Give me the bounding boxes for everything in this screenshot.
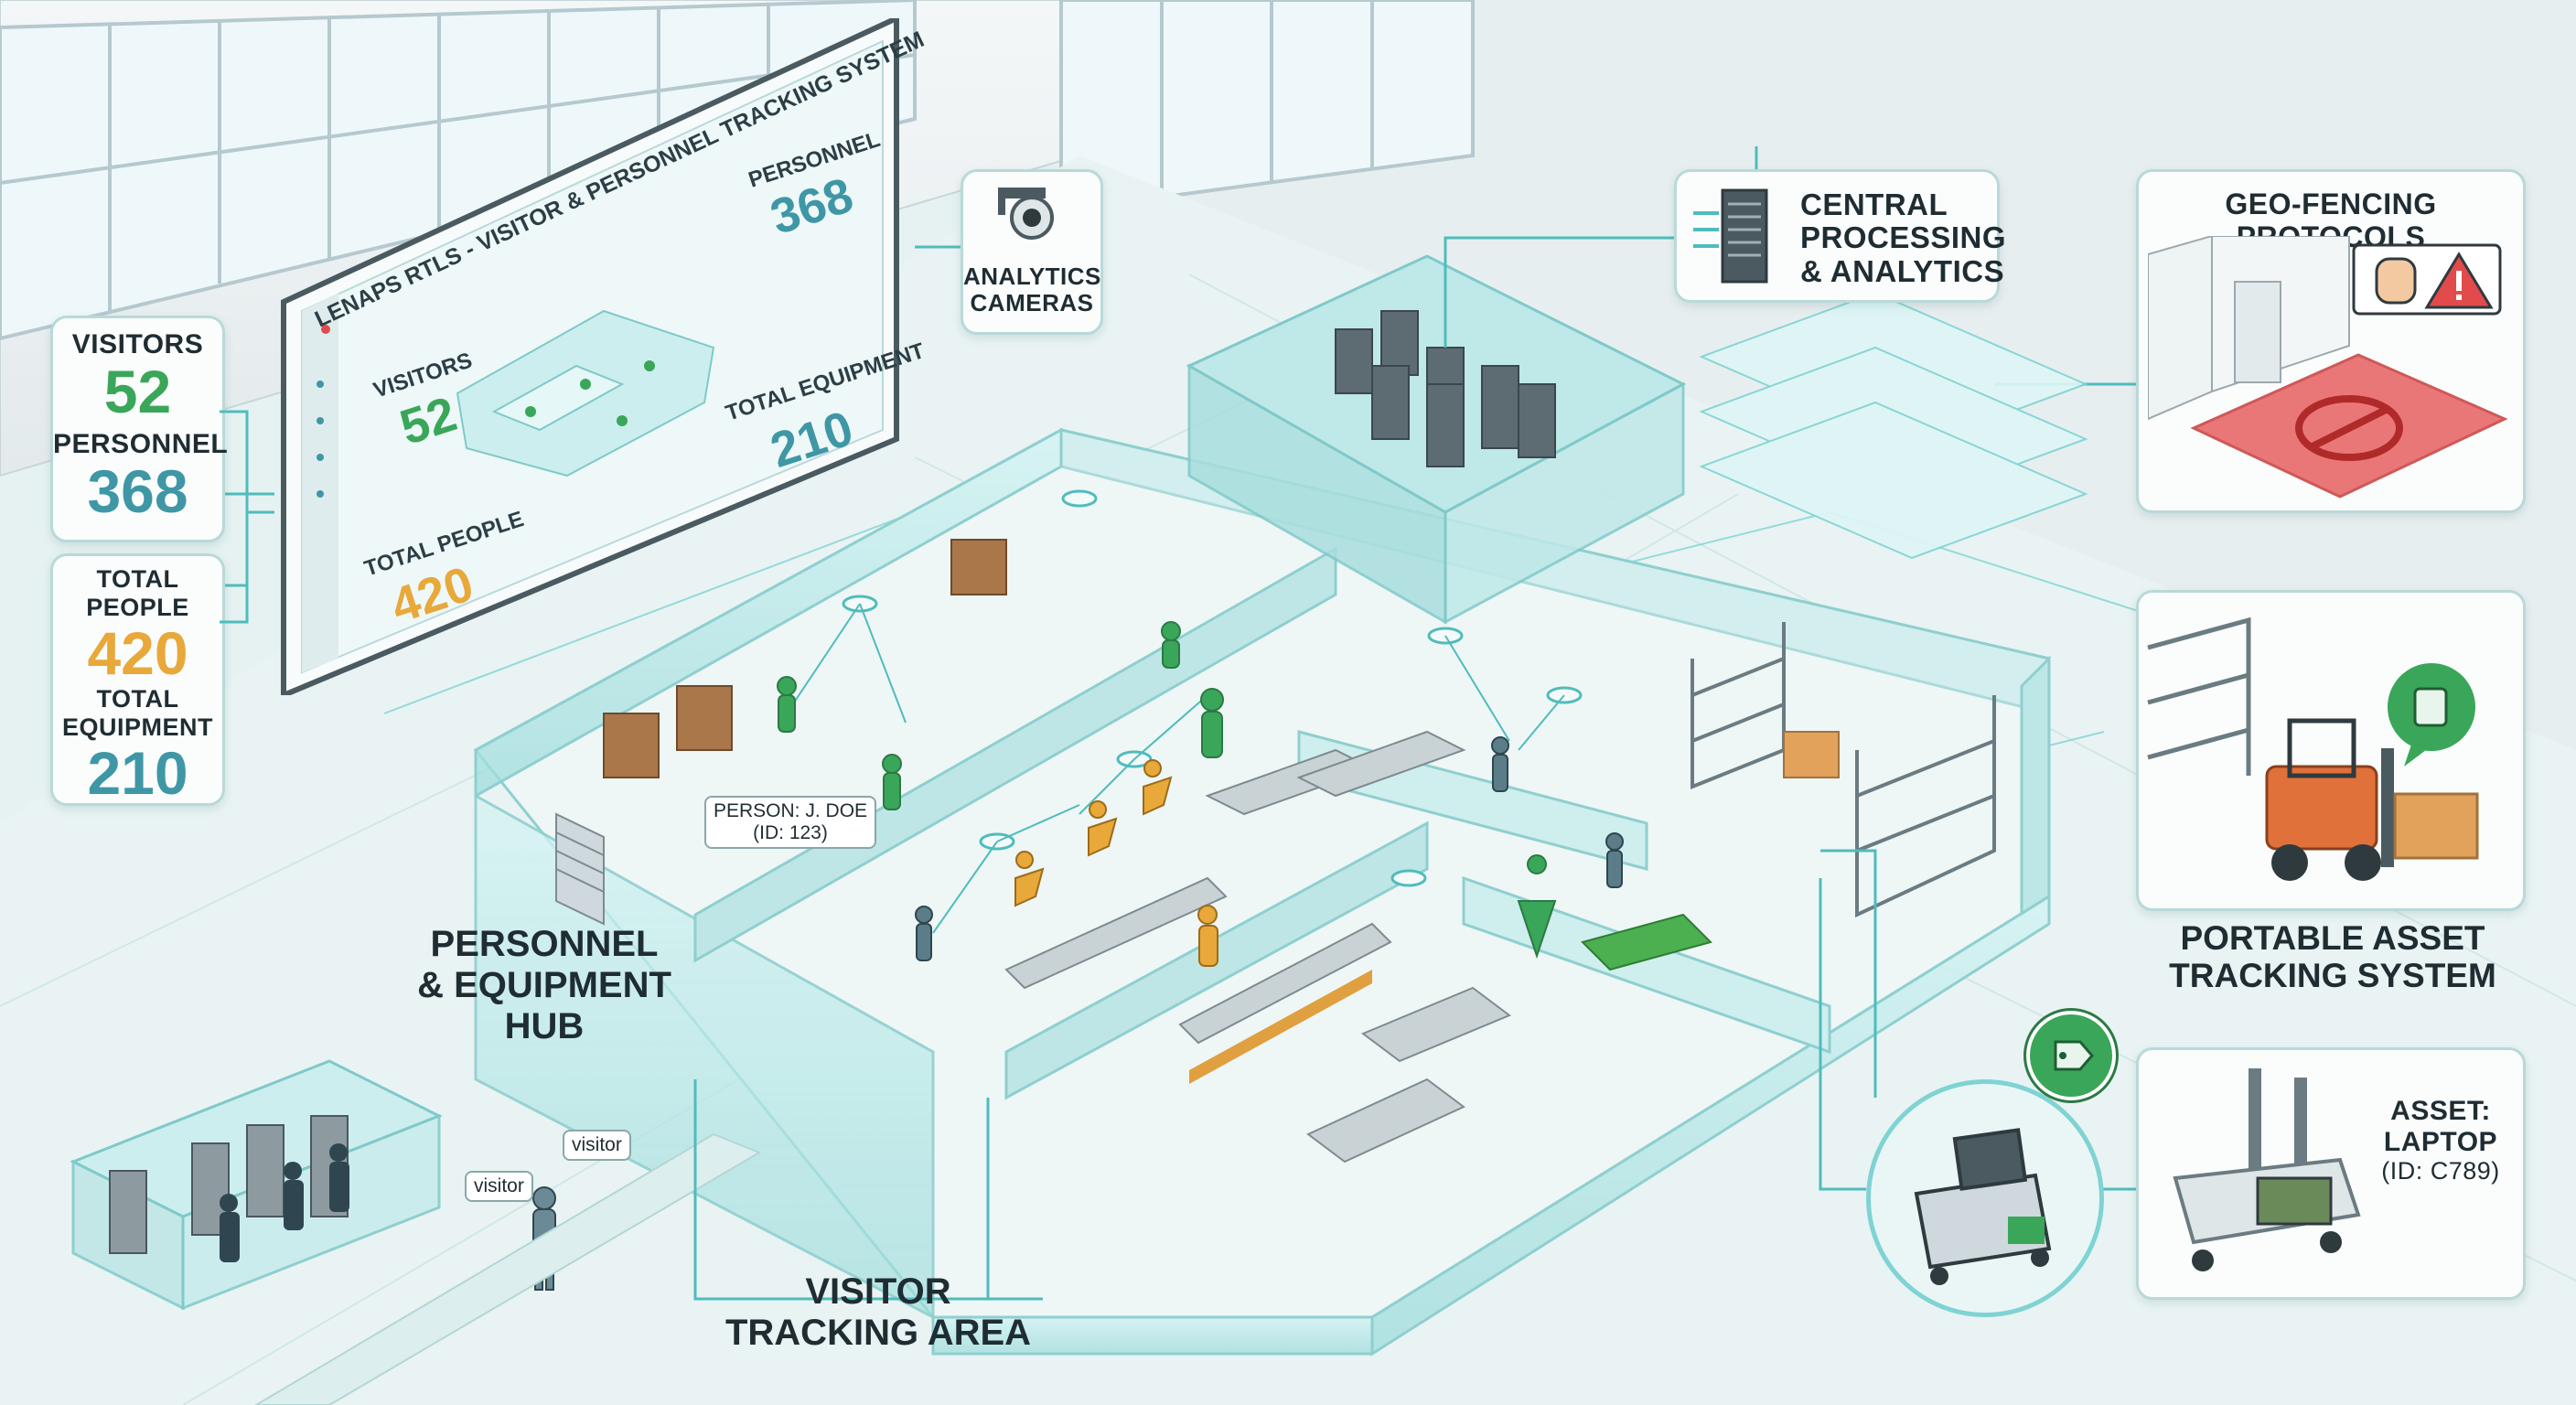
stop-hand-icon — [2375, 257, 2417, 305]
callout-analytics-cameras: ANALYTICS CAMERAS — [961, 169, 1103, 335]
stats-total-equipment-value: 210 — [87, 739, 188, 808]
visitor-tag-1: visitor — [465, 1171, 533, 1202]
stats-personnel-label: PERSONNEL — [53, 429, 229, 460]
hub-label: PERSONNEL & EQUIPMENT HUB — [393, 924, 695, 1046]
server-room — [1186, 254, 1687, 625]
portable-asset-label: PORTABLE ASSET TRACKING SYSTEM — [2131, 919, 2534, 995]
visitor-area-label-2: TRACKING AREA — [724, 1312, 1032, 1353]
hub-label-2: & EQUIPMENT — [417, 964, 671, 1005]
visitor-kiosk-room — [70, 1059, 443, 1311]
visitor-area-label-1: VISITOR — [805, 1271, 951, 1312]
person-tag: PERSON: J. DOE (ID: 123) — [704, 796, 877, 849]
callout-central-processing: CENTRAL PROCESSING & ANALYTICS — [1674, 169, 2006, 303]
camera-icon — [998, 188, 1054, 240]
portable-label-2: TRACKING SYSTEM — [2169, 957, 2496, 995]
person-tag-id: (ID: 123) — [753, 822, 828, 843]
stats-connector — [220, 410, 274, 624]
asset-label-1: ASSET: — [2390, 1096, 2491, 1126]
tracked-personnel — [777, 621, 1557, 960]
laptop-cart-magnifier — [1866, 1079, 2104, 1317]
stats-card-people: VISITORS 52 PERSONNEL 368 — [50, 316, 229, 542]
no-entry-icon — [2295, 395, 2403, 461]
stats-total-equipment-label-2: EQUIPMENT — [61, 713, 213, 742]
processing-label-1: CENTRAL — [1800, 188, 1948, 221]
rollup-door — [555, 812, 605, 926]
visitor-tag-2: visitor — [563, 1130, 631, 1161]
stats-visitors-label: VISITORS — [71, 329, 204, 359]
stats-total-people-label: TOTAL PEOPLE — [86, 565, 189, 621]
hub-label-1: PERSONNEL — [430, 924, 659, 964]
stats-card-totals: TOTAL PEOPLE 420 TOTAL EQUIPMENT 210 — [50, 553, 225, 806]
processing-label-3: & ANALYTICS — [1800, 253, 2005, 288]
stats-personnel-value: 368 — [87, 457, 188, 526]
callout-geofencing: GEO-FENCING PROTOCOLS — [2136, 169, 2526, 513]
tag-icon — [2026, 1011, 2116, 1100]
visitor-area-label: VISITOR TRACKING AREA — [723, 1271, 1034, 1354]
warning-icon — [2424, 252, 2494, 309]
portable-label-1: PORTABLE ASSET — [2180, 919, 2485, 957]
dashboard-screen: LENAPS RTLS - VISITOR & PERSONNEL TRACKI… — [274, 18, 928, 695]
forklift-icon — [2147, 617, 2479, 881]
laptop-icon — [1914, 1128, 2052, 1285]
stats-total-equipment-label-1: TOTAL — [96, 685, 179, 713]
geofence-illustration — [2148, 236, 2508, 499]
hub-label-3: HUB — [504, 1005, 585, 1046]
visitors-in-building — [1014, 759, 1218, 967]
forklift-panel — [2136, 590, 2526, 911]
cameras-label-1: ANALYTICS — [963, 263, 1101, 290]
geofence-layers — [1699, 291, 2088, 560]
warehouse-racks — [1690, 622, 1996, 918]
asset-label-2: LAPTOP — [2383, 1126, 2498, 1157]
person-tag-name: PERSON: J. DOE — [714, 800, 868, 821]
stats-visitors-value: 52 — [103, 358, 172, 425]
asset-label-3: (ID: C789) — [2381, 1157, 2500, 1185]
stats-total-people-value: 420 — [87, 619, 188, 687]
processing-label-2: PROCESSING — [1800, 220, 2007, 255]
server-rack-icon — [1693, 188, 1768, 284]
cart-icon — [2173, 1068, 2361, 1271]
cameras-label-2: CAMERAS — [970, 289, 1094, 317]
callout-asset-laptop: ASSET: LAPTOP (ID: C789) — [2136, 1047, 2526, 1300]
